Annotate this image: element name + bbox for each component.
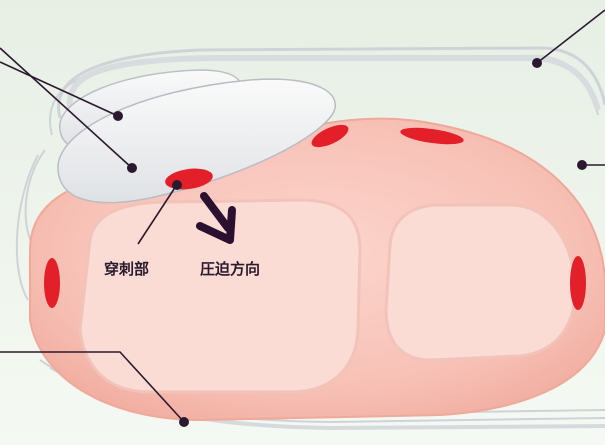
red-mark-right [570,256,586,310]
puncture-site-label: 穿刺部 [104,262,149,277]
compression-direction-label: 圧迫方向 [200,262,260,277]
leader-dot-pad-front [127,163,137,173]
leader-dot-pad-back [113,111,123,121]
leader-dot-bottom-band [179,417,189,427]
red-mark-left [44,258,60,308]
leader-dot-puncture [172,180,182,190]
leader-dot-outer-band [532,58,542,68]
inner-cavity-right [386,205,575,360]
inner-cavity-left [80,200,360,392]
leader-dot-band-right [577,160,587,170]
